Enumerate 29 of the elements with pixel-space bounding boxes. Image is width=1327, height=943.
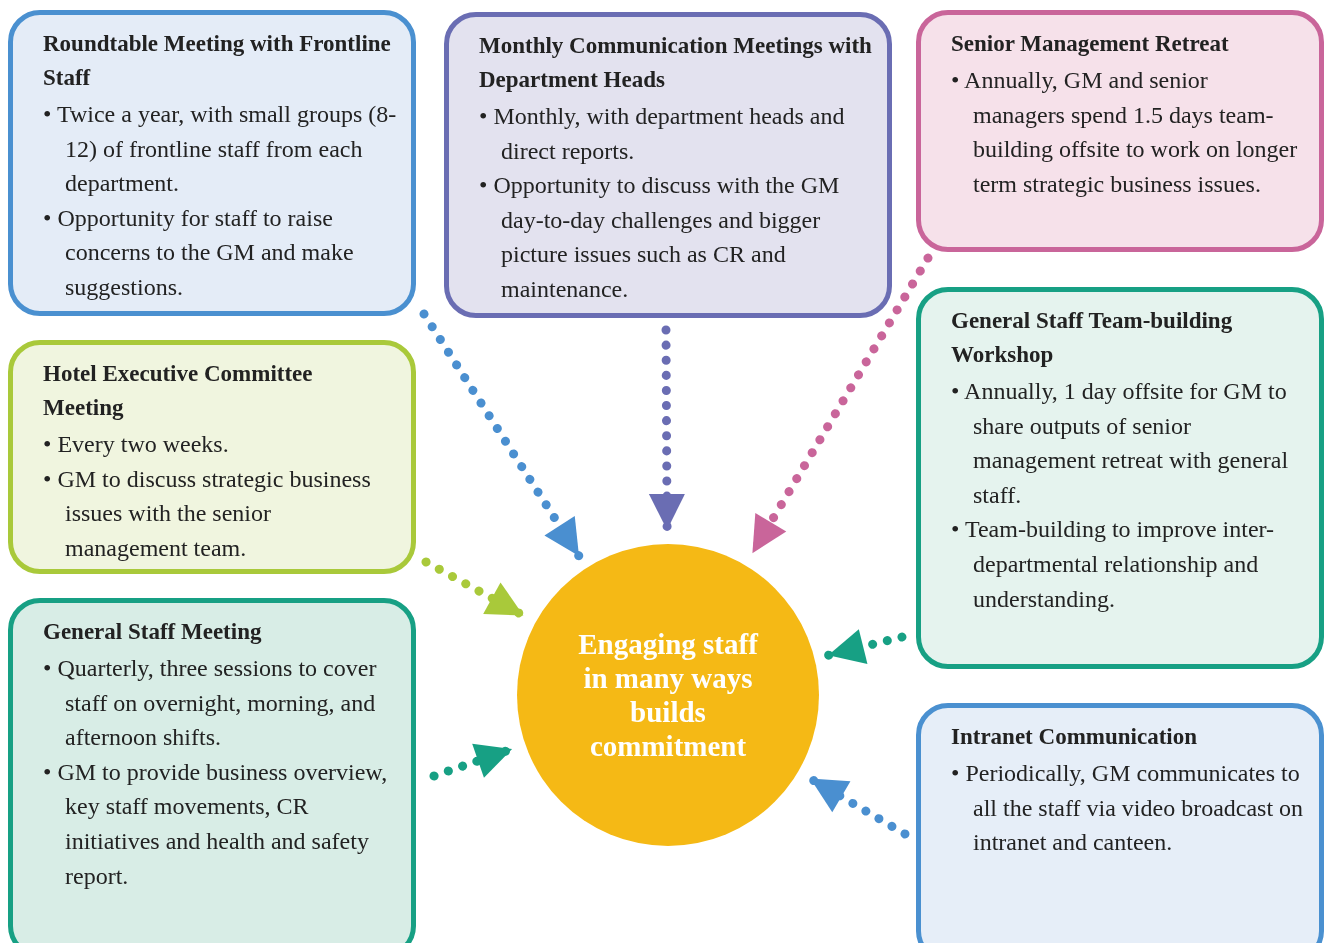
dotted-arrow (823, 629, 907, 665)
bullet-item: • Twice a year, with small groups (8-12) of frontline staff from each department. (43, 100, 397, 199)
bullet-item: • GM to provide business overview, key staff movements, CR initiatives and health and safety report. (43, 757, 389, 891)
bullet-item: • Opportunity to discuss with the GM day-to-day challenges and bigger picture issues such as CR and maintenance. (479, 171, 841, 304)
dotted-arrow (419, 309, 584, 561)
bullet-item: • Opportunity for staff to raise concerns to the GM and make suggestions. (43, 203, 355, 302)
center-text: Engaging staff in many ways builds commitment (577, 627, 760, 763)
bullet-item: • Quarterly, three sessions to cover staff on overnight, morning, and afternoon shifts. (43, 654, 378, 753)
bullet-item: • Monthly, with department heads and direct reports. (479, 102, 846, 166)
bullet-item: • GM to discuss strategic business issues with the senior management team. (43, 464, 372, 563)
info-card (8, 10, 416, 316)
card-heading: Hotel Executive Committee Meeting (43, 360, 314, 422)
bullet-item: • Annually, GM and senior managers spend 1.5 days team-building offsite to work on longer term strategic business issues. (951, 66, 1299, 199)
bullet-item: • Periodically, GM communicates to all the staff via video broadcast on intranet and canteen. (951, 759, 1305, 858)
card-heading: General Staff Meeting (43, 618, 262, 646)
card-heading: Senior Management Retreat (951, 30, 1229, 58)
card-heading: Monthly Communication Meetings with Department Heads (479, 32, 873, 94)
info-card (916, 10, 1324, 252)
info-card (916, 287, 1324, 669)
bullet-item: • Team-building to improve inter-departmental relationship and understanding. (951, 515, 1276, 614)
bullet-item: • Annually, 1 day offsite for GM to share outputs of senior management retreat with general staff. (951, 377, 1290, 510)
card-heading: Roundtable Meeting with Frontline Staff (43, 30, 392, 92)
card-heading: Intranet Communication (951, 723, 1197, 751)
card-heading: General Staff Team-building Workshop (951, 307, 1234, 369)
info-card (8, 598, 416, 943)
info-card (8, 340, 416, 574)
info-card (444, 12, 892, 318)
info-card (916, 703, 1324, 943)
bullet-item: • Every two weeks. (43, 430, 230, 459)
